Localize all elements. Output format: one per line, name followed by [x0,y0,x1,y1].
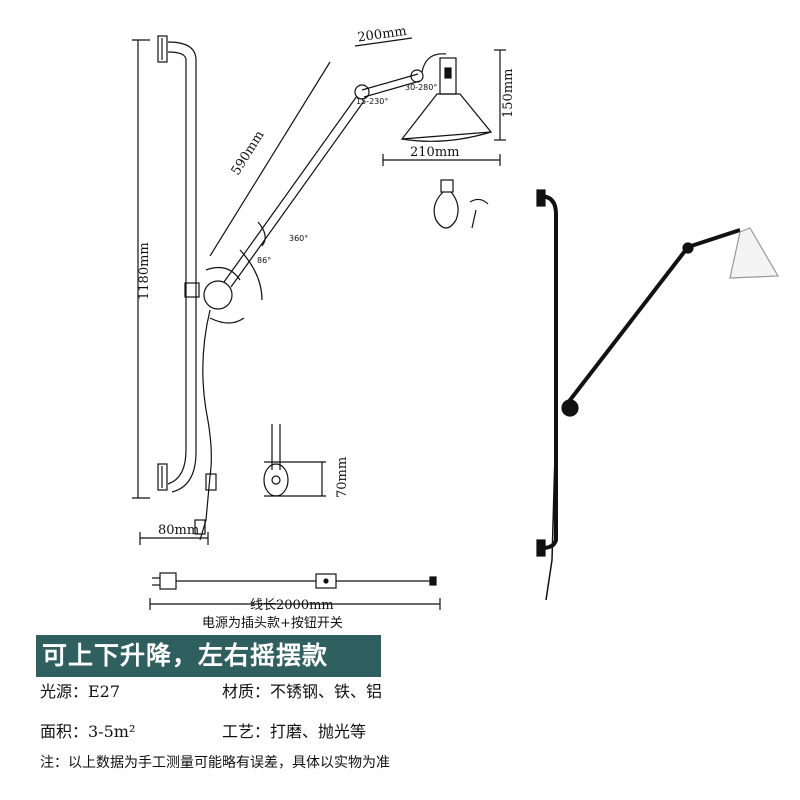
shade-height-dimension-text: 150mm [501,69,516,118]
power-cable [194,309,217,541]
upper-joint-angle-text: 30-280° [405,83,437,92]
shade-top-dimension-line [354,37,413,47]
upper-arm [354,69,424,100]
lamp-head [400,53,493,142]
product-photo [539,194,741,601]
feature-banner: 可上下升降，左右摇摆款 [36,635,381,677]
product-photo-joints [536,189,694,557]
material-spec: 材质：不锈钢、铁、铝 [222,682,383,701]
base-width-dimension-line [139,532,209,545]
shade-top-dimension-text: 200mm [357,24,408,46]
tilt-angle-text: 86° [257,256,271,265]
top-mount-plate [157,35,168,63]
mount-height-dimension-text: 70mm [335,457,350,498]
cable-diagram [149,572,441,610]
light-source-spec: 光源：E27 [40,682,121,701]
mount-detail [263,424,326,497]
total-height-dimension-text: 1180mm [137,242,152,300]
power-note-text: 电源为插头款+按钮开关 [202,616,343,631]
bottom-mount-plate [157,463,168,491]
height-dimension-line [132,39,150,499]
shade-bottom-dimension-text: 210mm [410,145,459,160]
area-spec: 面积：3-5m² [40,722,136,741]
rail-pivot-joint [184,267,245,324]
arm-length-dimension-text: 590mm [229,128,268,178]
shade-height-dimension-line [494,49,506,141]
rotation-angle-text: 360° [289,234,308,243]
process-spec: 工艺：打磨、抛光等 [222,722,367,741]
rotation-arc [257,221,266,247]
bulb-icon [433,179,489,229]
cable-length-text: 线长2000mm [250,598,334,613]
main-arm [223,95,365,288]
wall-rail [167,41,197,493]
base-width-dimension-text: 80mm [158,523,199,538]
lower-joint-angle-text: 15-230° [356,97,388,106]
disclaimer-note: 注：以上数据为手工测量可能略有误差，具体以实物为准 [40,755,390,771]
arm-length-dimension-line [209,61,331,257]
shade-bottom-dimension-line [382,154,501,166]
tilt-arc [239,249,263,301]
product-photo-shade [729,227,780,279]
